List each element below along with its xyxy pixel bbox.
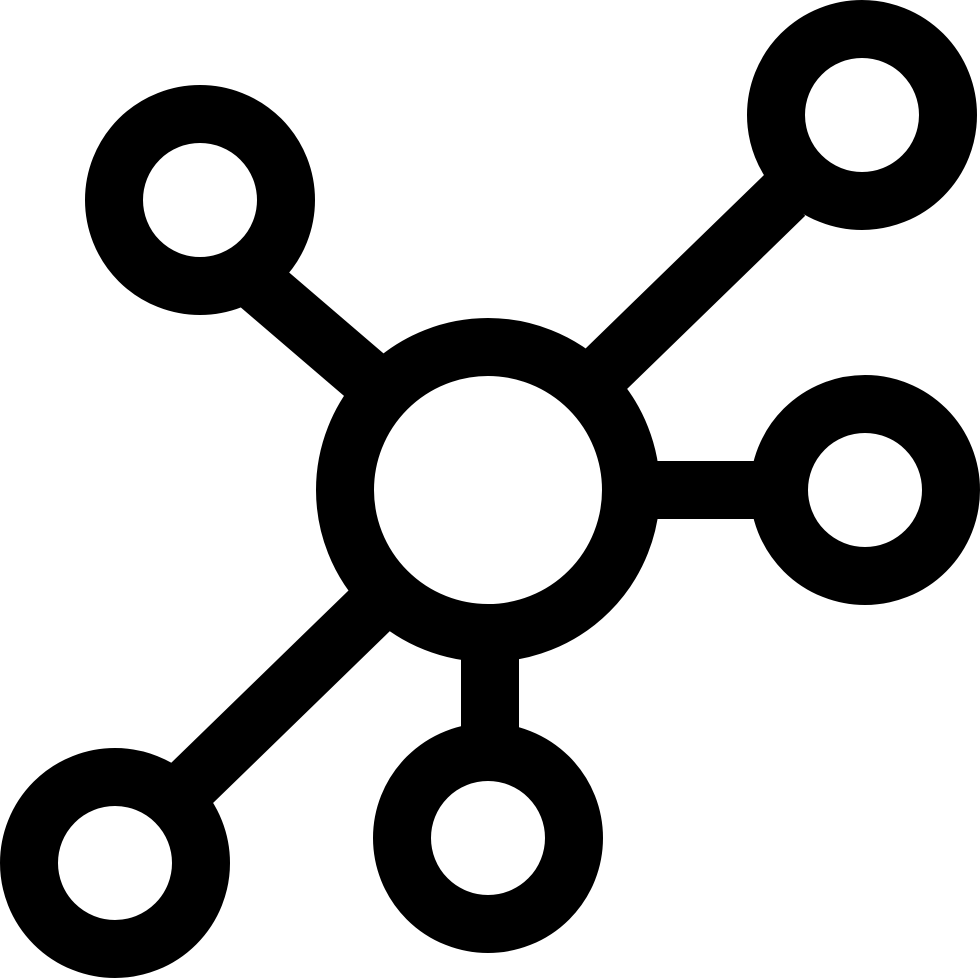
node-top-right bbox=[747, 0, 977, 230]
connection-lines bbox=[169, 174, 806, 806]
node-bottom-left bbox=[0, 748, 230, 978]
node-right bbox=[750, 375, 980, 605]
center-node bbox=[316, 318, 660, 662]
edge-top-right bbox=[584, 174, 806, 391]
node-bottom bbox=[373, 723, 603, 953]
edge-bottom-left bbox=[169, 589, 391, 806]
node-top-left bbox=[85, 85, 315, 315]
